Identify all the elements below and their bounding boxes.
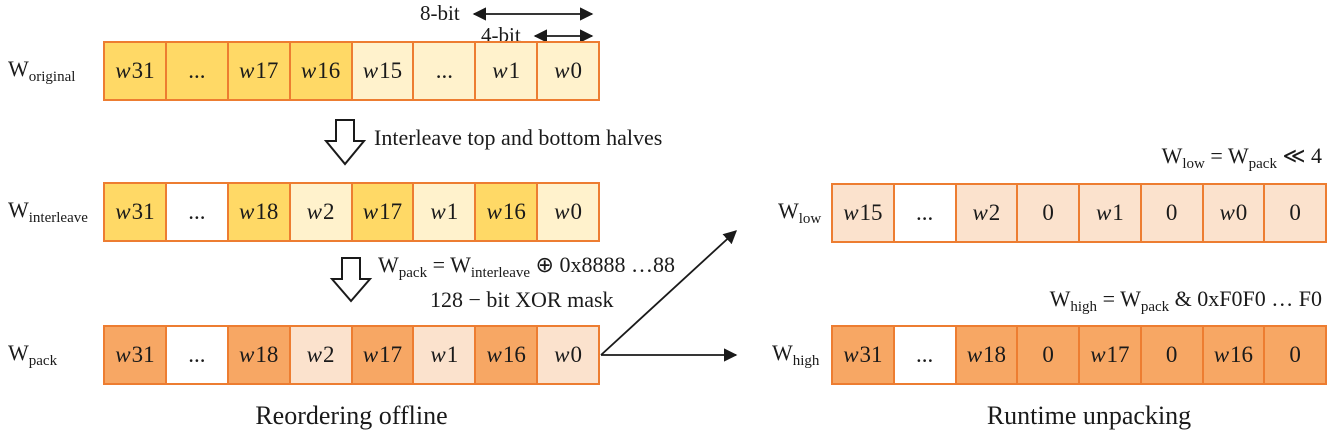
caption-runtime-unpacking: Runtime unpacking xyxy=(986,401,1192,430)
wlow-formula: Wlow = Wpack ≪ 4 xyxy=(1161,143,1322,172)
label-w-interleave: Winterleave xyxy=(8,197,88,226)
xor-mask-note: 128 − bit XOR mask xyxy=(430,287,614,312)
label-w-pack: Wpack xyxy=(8,340,58,369)
bit-cell: 0 xyxy=(1263,183,1327,243)
pack-to-wlow-arrow xyxy=(600,230,737,356)
bit-cell: ... xyxy=(412,41,477,101)
bit-cell: 0 xyxy=(1263,325,1327,385)
pack-step-down-arrow-icon xyxy=(329,257,373,303)
interleave-step-note: Interleave top and bottom halves xyxy=(374,125,663,150)
bit-cell: ... xyxy=(164,325,229,385)
caption-reordering-offline: Reordering offline xyxy=(255,401,448,430)
interleave-step-down-arrow-icon xyxy=(323,119,367,166)
bit-cell: ... xyxy=(892,183,957,243)
bit-cell: ... xyxy=(164,41,229,101)
pack-formula: Wpack = Winterleave ⊕ 0x8888 …88 xyxy=(378,252,675,281)
bit-cell: 0 xyxy=(1016,183,1080,243)
bit-cell: 0 xyxy=(1016,325,1080,385)
label-w-low: Wlow xyxy=(778,198,822,227)
whigh-formula: Whigh = Wpack & 0xF0F0 … F0 xyxy=(1049,286,1322,315)
bit8-label: 8-bit xyxy=(420,1,460,25)
bit-cell: 0 xyxy=(1139,325,1204,385)
label-w-original: Woriginal xyxy=(8,56,76,85)
label-w-high: Whigh xyxy=(772,340,820,369)
bit-cell: ... xyxy=(892,325,957,385)
bit-cell: 0 xyxy=(1139,183,1204,243)
bit-cell: ... xyxy=(164,182,229,242)
